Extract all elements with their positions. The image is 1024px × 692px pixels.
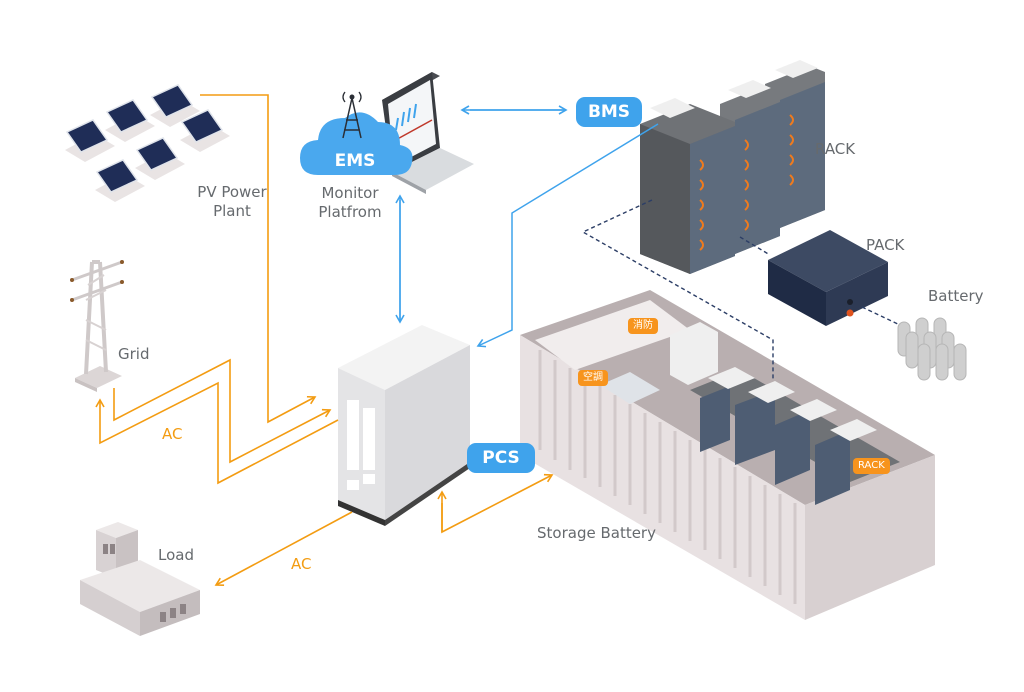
pack-label: PACK bbox=[866, 236, 905, 254]
monitor-platform-label: Monitor Platfrom bbox=[308, 184, 392, 222]
fire-protection-tag: 消防 bbox=[628, 318, 658, 334]
rack-label: RACK bbox=[815, 140, 856, 158]
load-label: Load bbox=[158, 546, 194, 564]
ems-badge[interactable]: EMS bbox=[334, 151, 376, 171]
pcs-cabinet-icon bbox=[338, 325, 470, 526]
pcs-to-grid-line bbox=[95, 381, 339, 485]
hvac-tag: 空調 bbox=[578, 370, 608, 386]
ems-label-line2: Platfrom bbox=[318, 203, 382, 221]
pcs-to-storage-line bbox=[441, 473, 554, 534]
rack-cabinets-icon bbox=[640, 60, 825, 274]
container-rack-tag: RACK bbox=[853, 458, 890, 474]
pack-module-icon bbox=[768, 230, 888, 326]
bms-pcs-line bbox=[476, 123, 659, 348]
pcs-to-load-line bbox=[214, 511, 353, 587]
pv-label-line1: PV Power bbox=[197, 183, 267, 201]
load-ac-label: AC bbox=[291, 555, 312, 573]
grid-label: Grid bbox=[118, 345, 150, 363]
bms-badge[interactable]: BMS bbox=[576, 97, 642, 127]
battery-label: Battery bbox=[928, 287, 984, 305]
grid-ac-label: AC bbox=[162, 425, 183, 443]
storage-battery-label: Storage Battery bbox=[537, 524, 656, 542]
grid-tower-icon bbox=[70, 260, 124, 392]
ac-lines bbox=[95, 94, 554, 587]
hierarchy-lines bbox=[581, 199, 901, 380]
ems-label-line1: Monitor bbox=[321, 184, 379, 202]
pv-plant-icon bbox=[65, 84, 230, 202]
pcs-badge[interactable]: PCS bbox=[467, 443, 535, 473]
battery-cells-icon bbox=[897, 317, 967, 381]
pv-to-pcs-line bbox=[200, 94, 317, 424]
pv-plant-label: PV Power Plant bbox=[172, 183, 292, 221]
ems-cloud-icon bbox=[300, 91, 413, 175]
storage-container-icon bbox=[520, 290, 935, 620]
pv-label-line2: Plant bbox=[213, 202, 251, 220]
comm-lines bbox=[395, 105, 659, 348]
grid-to-pcs-line bbox=[113, 358, 332, 464]
load-building-icon bbox=[80, 522, 200, 636]
